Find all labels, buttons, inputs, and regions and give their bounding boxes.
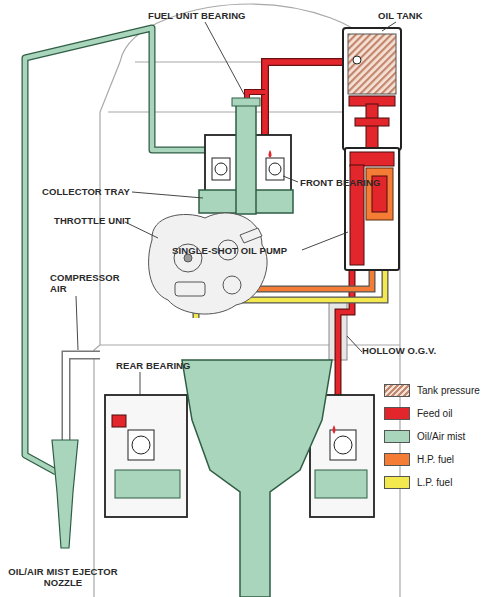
- legend-row: L.P. fuel: [384, 476, 452, 489]
- leader-line: [76, 22, 396, 396]
- part-label: FRONT BEARING: [300, 177, 400, 188]
- legend-row: Oil/Air mist: [384, 430, 465, 443]
- legend-row: H.P. fuel: [384, 453, 454, 466]
- rear-bearing: [105, 360, 374, 597]
- legend-swatch: [384, 453, 410, 466]
- legend-row: Feed oil: [384, 407, 453, 420]
- part-label: THROTTLE UNIT: [54, 215, 149, 226]
- engine-outline: [94, 4, 400, 597]
- oil-pump: [345, 56, 399, 270]
- legend-swatch: [384, 407, 410, 420]
- oil-tank: [343, 28, 401, 150]
- compressor-air-tube: [66, 355, 100, 442]
- part-label: OIL/AIR MIST EJECTOR NOZZLE: [4, 566, 122, 588]
- part-label: OIL TANK: [378, 10, 468, 21]
- legend-text: Oil/Air mist: [417, 431, 465, 442]
- legend-text: H.P. fuel: [417, 454, 454, 465]
- legend-text: Tank pressure: [417, 385, 480, 396]
- legend-text: L.P. fuel: [417, 477, 452, 488]
- legend-row: Tank pressure: [384, 384, 480, 397]
- part-label: FUEL UNIT BEARING: [148, 10, 278, 21]
- compressor-air-tube: [66, 355, 100, 442]
- part-label: COMPRESSOR AIR: [50, 272, 122, 294]
- front-bearing: [199, 98, 293, 214]
- ejector-nozzle: [52, 440, 78, 548]
- part-label: SINGLE-SHOT OIL PUMP: [172, 245, 312, 256]
- legend-text: Feed oil: [417, 408, 453, 419]
- part-label: HOLLOW O.G.V.: [362, 345, 462, 356]
- part-label: COLLECTOR TRAY: [42, 186, 137, 197]
- legend-swatch: [384, 430, 410, 443]
- legend-swatch: [384, 384, 410, 397]
- part-label: REAR BEARING: [116, 360, 211, 371]
- throttle-unit: [149, 213, 268, 314]
- legend-swatch: [384, 476, 410, 489]
